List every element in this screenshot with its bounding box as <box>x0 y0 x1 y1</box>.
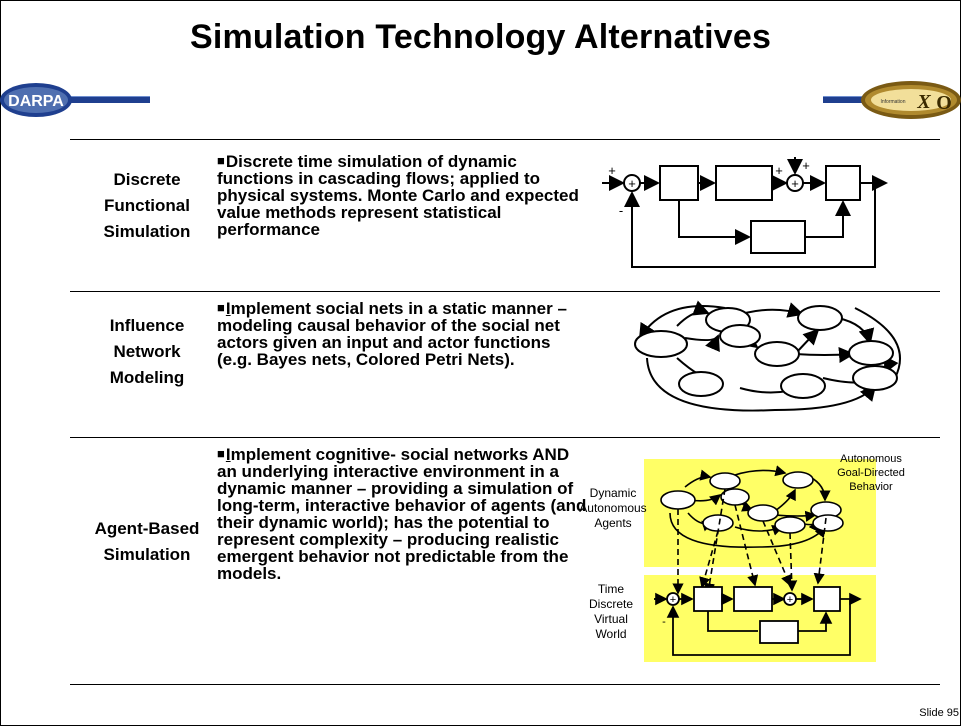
svg-text:+: + <box>802 158 810 173</box>
row-label-influence: Influence Network Modeling <box>109 316 185 387</box>
label-dynamic-agents: Dynamic Autonomous Agents <box>579 486 647 530</box>
row-desc-agent: ■Implement cognitive- social networks AN… <box>217 445 587 583</box>
svg-text:O: O <box>936 92 952 114</box>
label-time-discrete: Time Discrete Virtual World <box>588 582 633 641</box>
agent-based-diagram: + + - <box>644 459 876 662</box>
svg-text:+: + <box>775 163 783 178</box>
influence-network-diagram <box>634 300 901 412</box>
row-divider-bottom <box>70 684 940 685</box>
row-divider-1 <box>70 291 940 292</box>
svg-text:+: + <box>608 163 616 178</box>
row-divider-2 <box>70 437 940 438</box>
svg-text:-: - <box>619 203 623 218</box>
ixo-logo: Information X O <box>823 81 961 119</box>
svg-text:+: + <box>791 176 799 191</box>
label-goal-directed: Autonomous Goal-Directed Behavior <box>837 453 905 493</box>
row-label-agent: Agent-Based Simulation <box>94 519 200 564</box>
svg-text:+: + <box>787 594 793 606</box>
slide-number: Slide 95 <box>919 707 959 719</box>
darpa-logo-text: DARPA <box>8 93 64 110</box>
svg-text:-: - <box>662 616 666 628</box>
row-desc-discrete: ■Discrete time simulation of dynamic fun… <box>217 152 579 239</box>
svg-text:+: + <box>628 176 636 191</box>
svg-text:Information: Information <box>880 99 905 105</box>
row-label-discrete: Discrete Functional Simulation <box>103 170 191 241</box>
discrete-block-diagram: + + - + + + <box>602 157 888 268</box>
row-desc-influence: ■Implement social nets in a static manne… <box>217 299 567 369</box>
svg-text:X: X <box>916 91 931 113</box>
slide-title: Simulation Technology Alternatives <box>189 18 772 56</box>
svg-text:+: + <box>670 594 676 606</box>
row-divider-top <box>70 139 940 140</box>
darpa-logo: DARPA <box>0 83 150 117</box>
